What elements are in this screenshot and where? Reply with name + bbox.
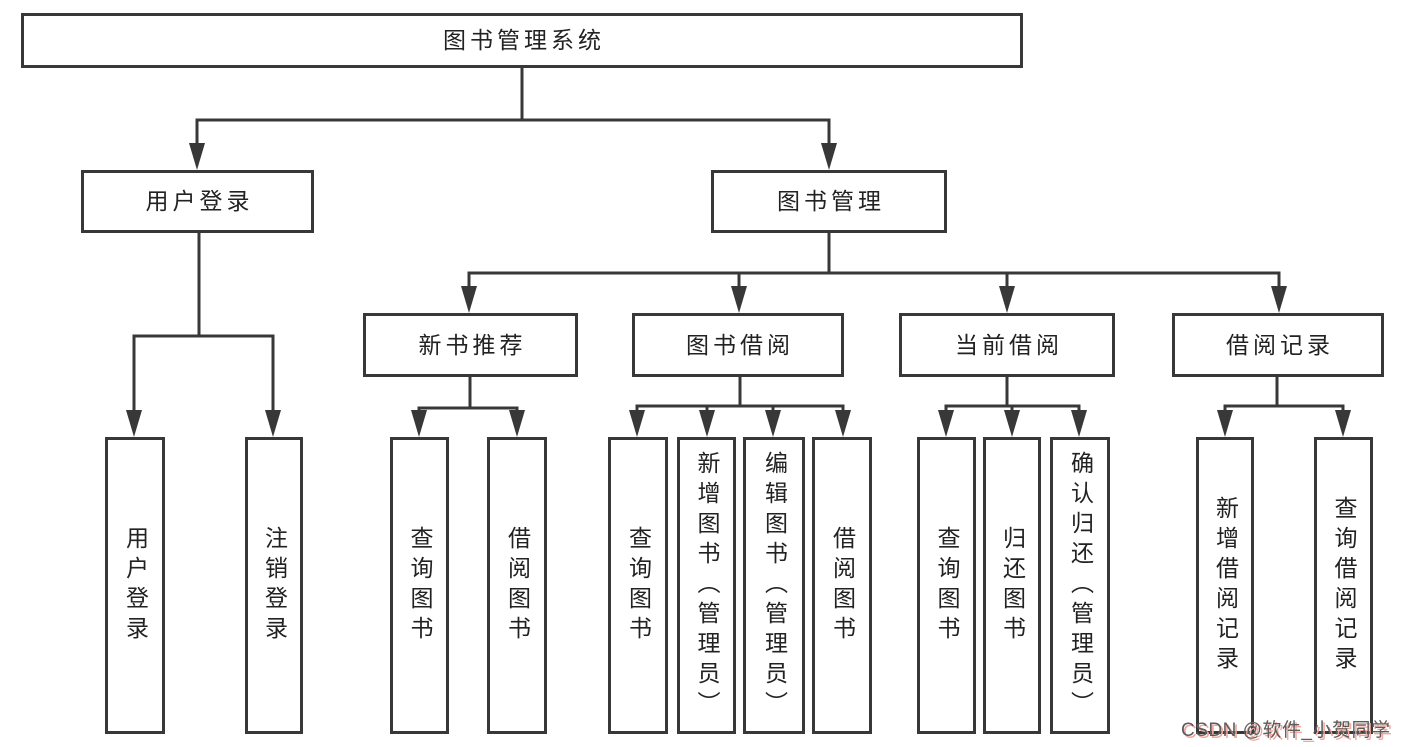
leaf-borrow-books: 借阅图书 [812, 437, 872, 734]
leaf-return-books: 归还图书 [983, 437, 1041, 734]
node-label: 查询图书 [934, 525, 960, 646]
node-label: 归还图书 [999, 525, 1026, 646]
node-label: 当前借阅 [955, 331, 1063, 358]
node-book-borrowing: 图书借阅 [632, 313, 844, 377]
node-label: 借阅记录 [1226, 331, 1334, 358]
leaf-query-borrow-record: 查询借阅记录 [1314, 437, 1373, 734]
node-label: 新增图书（管理员） [694, 450, 720, 721]
node-label: 新书推荐 [418, 331, 527, 358]
csdn-watermark: CSDN @软件_小贺同学 [1181, 720, 1391, 741]
leaf-logout: 注销登录 [245, 437, 303, 734]
node-book-management: 图书管理 [711, 170, 947, 233]
node-label: 借阅图书 [504, 525, 531, 646]
node-label: 借阅图书 [829, 525, 856, 646]
node-label: 用户登录 [145, 188, 254, 214]
node-current-borrowing: 当前借阅 [899, 313, 1115, 377]
leaf-add-borrow-record: 新增借阅记录 [1196, 437, 1254, 734]
node-label: 新增借阅记录 [1212, 495, 1239, 676]
leaf-query-books-current: 查询图书 [917, 437, 976, 734]
node-label: 用户登录 [122, 525, 149, 646]
leaf-confirm-return-admin: 确认归还（管理员） [1050, 437, 1110, 734]
node-label: 查询图书 [407, 525, 433, 646]
node-label: 注销登录 [261, 525, 288, 646]
leaf-query-books-borrow: 查询图书 [608, 437, 668, 734]
node-label: 查询借阅记录 [1331, 495, 1357, 676]
node-label: 图书管理系统 [443, 27, 605, 53]
node-label: 查询图书 [625, 525, 652, 646]
node-label: 编辑图书（管理员） [761, 450, 788, 721]
leaf-edit-books-admin: 编辑图书（管理员） [743, 437, 805, 734]
leaf-borrow-books-recommend: 借阅图书 [487, 437, 547, 734]
node-label: 图书管理 [777, 188, 885, 214]
node-borrowing-records: 借阅记录 [1172, 313, 1384, 377]
node-library-management-system: 图书管理系统 [21, 13, 1023, 68]
node-label: 图书借阅 [686, 331, 794, 358]
leaf-add-books-admin: 新增图书（管理员） [677, 437, 736, 734]
leaf-user-login: 用户登录 [105, 437, 165, 734]
node-label: 确认归还（管理员） [1067, 450, 1094, 721]
leaf-query-books-recommend: 查询图书 [390, 437, 449, 734]
node-user-login: 用户登录 [81, 170, 314, 233]
node-new-book-recommendation: 新书推荐 [363, 313, 578, 377]
